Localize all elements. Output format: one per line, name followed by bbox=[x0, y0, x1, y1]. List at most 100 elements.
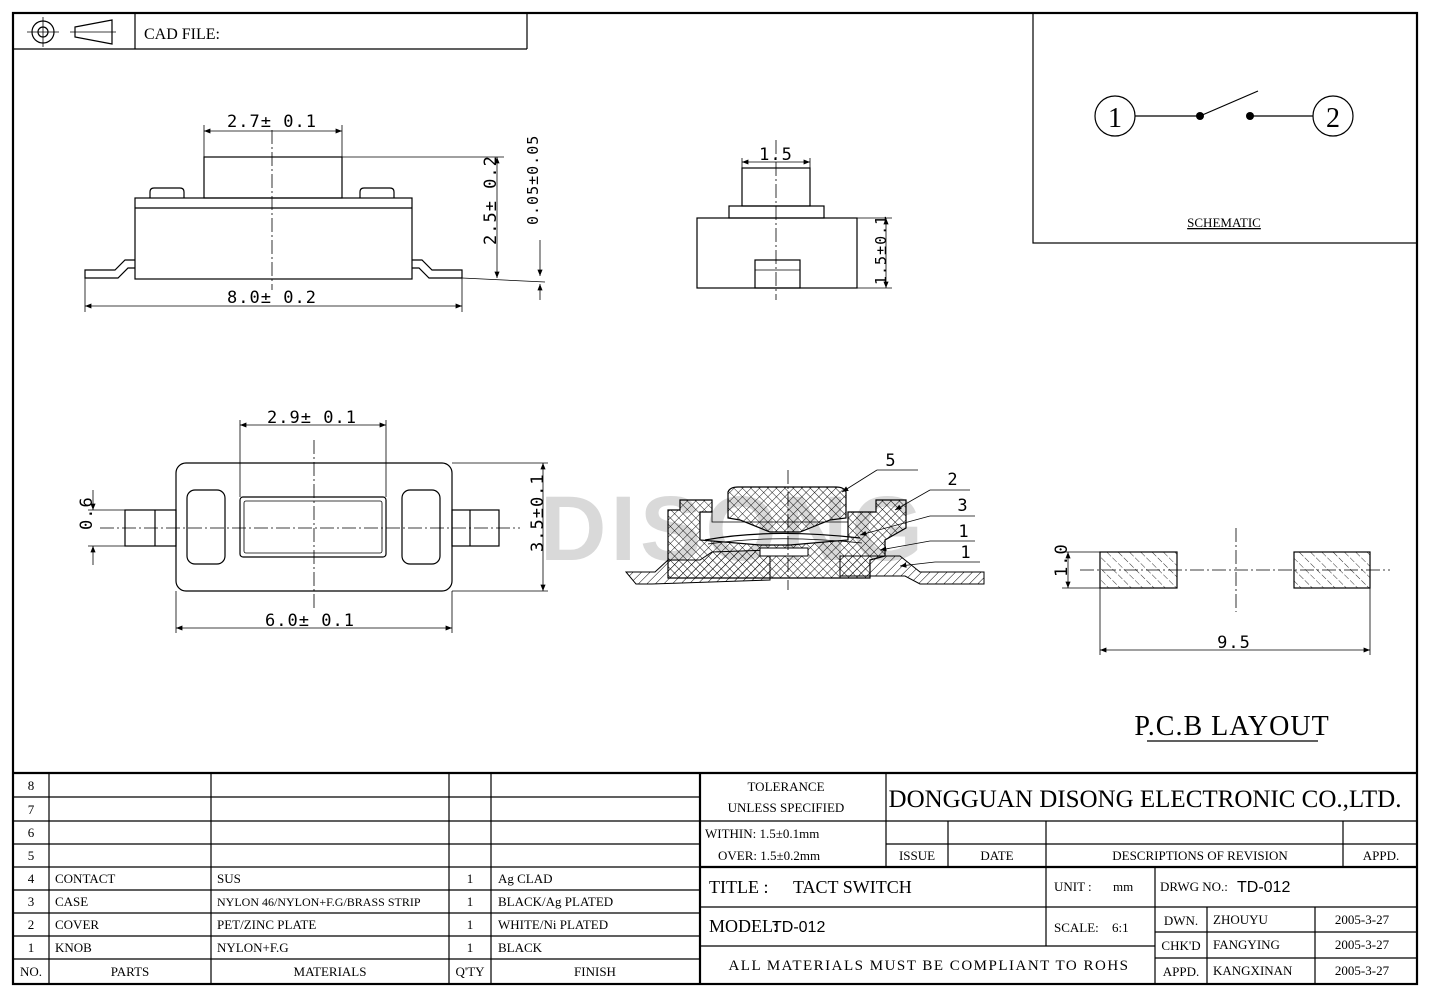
title-value: TACT SWITCH bbox=[793, 877, 912, 897]
callout-4: 2 bbox=[947, 470, 958, 490]
sign-role: DWN. bbox=[1164, 913, 1198, 928]
svg-text:8: 8 bbox=[28, 778, 35, 793]
unit-value: mm bbox=[1113, 879, 1133, 894]
bom-row: 5 bbox=[28, 848, 35, 863]
bom-row: 2 COVER PET/ZINC PLATE 1 WHITE/Ni PLATED bbox=[28, 917, 608, 932]
sign-name: ZHOUYU bbox=[1213, 912, 1268, 927]
top-body-dim: 6.0± 0.1 bbox=[265, 611, 355, 631]
pcb-layout-title: P.C.B LAYOUT bbox=[1134, 711, 1329, 742]
sign-date: 2005-3-27 bbox=[1335, 937, 1390, 952]
bom-row: 7 bbox=[28, 802, 35, 817]
side-gap-dim: 0.05±0.05 bbox=[524, 135, 542, 225]
bom-material: NYLON 46/NYLON+F.G/BRASS STRIP bbox=[217, 895, 421, 909]
sign-name: FANGYING bbox=[1213, 937, 1280, 952]
svg-text:1: 1 bbox=[28, 940, 35, 955]
scale-label: SCALE: bbox=[1054, 920, 1099, 935]
bom-header-finish: FINISH bbox=[574, 964, 616, 979]
tolerance-unless: UNLESS SPECIFIED bbox=[728, 800, 845, 815]
projection-symbol-icon bbox=[27, 17, 116, 47]
top-inner-dim: 2.9± 0.1 bbox=[267, 408, 357, 428]
bom-qty: 1 bbox=[467, 917, 474, 932]
pcb-layout: 1.0 9.5 P.C.B LAYOUT bbox=[1052, 528, 1390, 742]
revision-date: DATE bbox=[980, 848, 1013, 863]
sheet-border bbox=[11, 11, 1419, 986]
model-value: TD-012 bbox=[772, 919, 825, 936]
side-overall-dim: 8.0± 0.2 bbox=[227, 288, 317, 308]
switch-lever bbox=[1199, 90, 1259, 117]
sign-date: 2005-3-27 bbox=[1335, 912, 1390, 927]
bom-part: CASE bbox=[55, 894, 88, 909]
sign-name: KANGXINAN bbox=[1213, 963, 1293, 978]
bom-header-no: NO. bbox=[20, 964, 42, 979]
drawing-number-value: TD-012 bbox=[1237, 879, 1290, 896]
unit-label: UNIT : bbox=[1054, 879, 1092, 894]
drawing-number-label: DRWG NO.: bbox=[1160, 879, 1228, 894]
end-width-dim: 1.5 bbox=[759, 145, 793, 165]
bom-part: KNOB bbox=[55, 940, 92, 955]
svg-text:2: 2 bbox=[28, 917, 35, 932]
bom-part: CONTACT bbox=[55, 871, 115, 886]
side-view: 2.7± 0.1 2.5± 0.2 0.05±0.05 8.0± 0.2 bbox=[84, 112, 546, 312]
bom-finish: WHITE/Ni PLATED bbox=[498, 917, 608, 932]
bom-qty: 1 bbox=[467, 871, 474, 886]
bom-header-row: NO. PARTS MATERIALS Q'TY FINISH bbox=[20, 964, 616, 979]
rohs-compliance: ALL MATERIALS MUST BE COMPLIANT TO ROHS bbox=[728, 958, 1129, 974]
scale-value: 6:1 bbox=[1112, 920, 1129, 935]
section-view: 5 2 3 1 1 bbox=[624, 451, 985, 590]
bom-material: PET/ZINC PLATE bbox=[217, 917, 316, 932]
svg-text:6: 6 bbox=[28, 825, 35, 840]
end-height-dim: 1.5±0.1 bbox=[872, 215, 890, 285]
tolerance-over: OVER: 1.5±0.2mm bbox=[718, 848, 820, 863]
sign-date: 2005-3-27 bbox=[1335, 963, 1390, 978]
title-label: TITLE : bbox=[709, 877, 768, 897]
callout-2: 1 bbox=[958, 522, 969, 542]
bom-header-materials: MATERIALS bbox=[294, 964, 367, 979]
revision-description: DESCRIPTIONS OF REVISION bbox=[1112, 848, 1288, 863]
cad-file-label: CAD FILE: bbox=[144, 26, 220, 43]
end-view: 1.5 1.5±0.1 bbox=[696, 140, 892, 300]
schematic-title: SCHEMATIC bbox=[1187, 215, 1261, 230]
schematic-box: 1 2 SCHEMATIC bbox=[1032, 12, 1418, 244]
sign-role: CHK'D bbox=[1161, 938, 1200, 953]
bom-qty: 1 bbox=[467, 894, 474, 909]
bom-row: 4 CONTACT SUS 1 Ag CLAD bbox=[28, 871, 553, 886]
callout-5: 5 bbox=[885, 451, 896, 471]
svg-text:5: 5 bbox=[28, 848, 35, 863]
top-lead-dim: 0.6 bbox=[77, 496, 97, 530]
title-block: TOLERANCE UNLESS SPECIFIED WITHIN: 1.5±0… bbox=[705, 779, 1401, 979]
side-width-dim: 2.7± 0.1 bbox=[227, 112, 317, 132]
bom-finish: Ag CLAD bbox=[498, 871, 553, 886]
svg-text:7: 7 bbox=[28, 802, 35, 817]
bom-part: COVER bbox=[55, 917, 99, 932]
bom-header-parts: PARTS bbox=[111, 964, 150, 979]
bom-header-qty: Q'TY bbox=[455, 964, 485, 979]
tolerance-label: TOLERANCE bbox=[747, 779, 824, 794]
bom-row: 6 bbox=[28, 825, 35, 840]
revision-appd: APPD. bbox=[1363, 848, 1400, 863]
pcb-span-dim: 9.5 bbox=[1217, 633, 1251, 653]
header-block: CAD FILE: bbox=[13, 13, 528, 50]
top-view: 2.9± 0.1 0.6 3.5±0.1 6.0± 0.1 bbox=[77, 408, 548, 633]
company-name: DONGGUAN DISONG ELECTRONIC CO.,LTD. bbox=[889, 786, 1402, 813]
model-label: MODEL: bbox=[709, 916, 778, 936]
svg-text:3: 3 bbox=[28, 894, 35, 909]
bom-material: SUS bbox=[217, 871, 241, 886]
bom-finish: BLACK/Ag PLATED bbox=[498, 894, 613, 909]
title-block-frame bbox=[13, 771, 1417, 984]
sign-role: APPD. bbox=[1163, 964, 1200, 979]
bom-row: 8 bbox=[28, 778, 35, 793]
callout-1: 1 bbox=[960, 543, 971, 563]
bom-finish: BLACK bbox=[498, 940, 543, 955]
svg-text:4: 4 bbox=[28, 871, 35, 886]
schematic-pin2: 2 bbox=[1326, 103, 1340, 134]
bom-table: 8 7 6 5 4 CONTACT SUS 1 Ag CLAD 3 CASE N… bbox=[20, 778, 616, 979]
bom-row: 1 KNOB NYLON+F.G 1 BLACK bbox=[28, 940, 543, 955]
revision-issue: ISSUE bbox=[899, 848, 935, 863]
tolerance-within: WITHIN: 1.5±0.1mm bbox=[705, 826, 819, 841]
side-height-dim: 2.5± 0.2 bbox=[481, 155, 501, 245]
callout-3: 3 bbox=[957, 496, 968, 516]
pcb-pad-dim: 1.0 bbox=[1052, 543, 1072, 577]
schematic-pin1: 1 bbox=[1108, 103, 1122, 134]
bom-row: 3 CASE NYLON 46/NYLON+F.G/BRASS STRIP 1 … bbox=[28, 894, 613, 909]
